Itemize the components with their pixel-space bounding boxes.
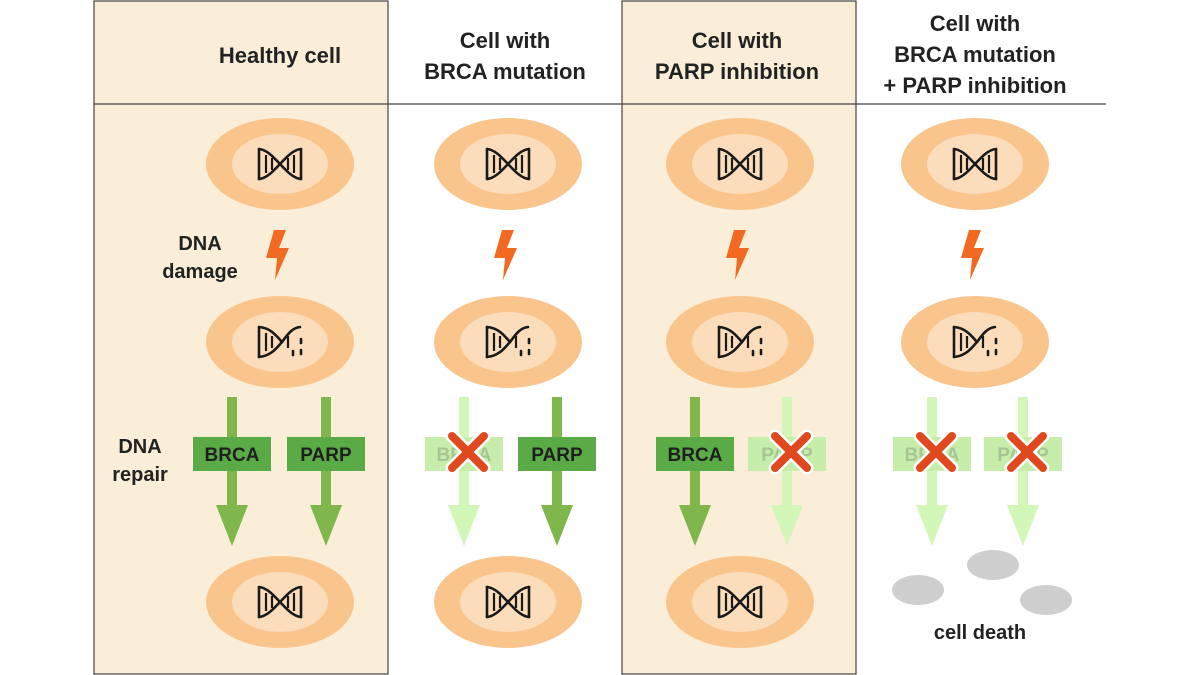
dna-repair-label: DNA repair (112, 436, 168, 486)
repair-arrow (541, 397, 573, 546)
dna-strand (952, 340, 979, 359)
cell-debris (1020, 585, 1072, 615)
dna-icon (717, 147, 763, 181)
parp-protein-label: PARP (531, 445, 583, 466)
dna-damage-label: DNA damage (162, 233, 238, 283)
healthy-cell-icon (434, 118, 582, 210)
dna-icon (257, 585, 303, 619)
header-healthy-cell: Healthy cell (218, 43, 342, 68)
damaged-cell-icon (206, 296, 354, 388)
dna-strand (717, 585, 763, 619)
brca-protein-label: BRCA (205, 445, 260, 466)
cell-death-label: cell death (933, 622, 1027, 644)
cell-nucleus (692, 312, 788, 372)
inhibited-cross-icon (913, 429, 959, 475)
dna-strand (485, 147, 531, 181)
damaged-cell-icon (666, 296, 814, 388)
damaged-dna-icon (952, 325, 998, 359)
repaired-cell-icon (666, 556, 814, 648)
damaged-dna-icon (257, 325, 303, 359)
repair-protein-box (193, 437, 271, 471)
inhibited-cross-icon (445, 429, 491, 475)
inhibited-cross-icon (768, 429, 814, 475)
arrow-head (310, 505, 342, 546)
repair-protein-box (518, 437, 596, 471)
cell-nucleus (232, 312, 328, 372)
healthy-cell-icon (901, 118, 1049, 210)
arrow-head (679, 505, 711, 546)
cross-stroke (916, 432, 956, 472)
dna-strand (952, 147, 998, 181)
arrow-head (541, 505, 573, 546)
arrow-head (448, 505, 480, 546)
lightning-bolt-icon (726, 230, 749, 280)
damaged-dna-icon (485, 325, 531, 359)
healthy-cell-icon (666, 118, 814, 210)
arrow-head (216, 505, 248, 546)
cell-nucleus (927, 312, 1023, 372)
header-brca-mutation: Cell with BRCA mutation (424, 28, 586, 84)
header-brca-mutation-parp-inhibition: Cell with BRCA mutation + PARP inhibitio… (883, 11, 1067, 98)
healthy-cell-icon (206, 118, 354, 210)
dna-strand (257, 325, 284, 344)
damaged-cell-icon (434, 296, 582, 388)
cell-debris (892, 575, 944, 605)
dna-strand (257, 585, 303, 619)
damaged-dna-icon (717, 325, 763, 359)
dna-strand (257, 147, 303, 181)
lightning-bolt-icon (961, 230, 984, 280)
lightning-bolt-icon (494, 230, 517, 280)
dna-strand (952, 325, 979, 344)
dna-strand (485, 340, 512, 359)
dna-strand (257, 340, 284, 359)
dna-icon (485, 585, 531, 619)
arrow-head (916, 505, 948, 546)
dna-strand (485, 325, 512, 344)
cross-stroke (771, 432, 811, 472)
cell-debris (967, 550, 1019, 580)
dna-strand (975, 325, 997, 344)
parp-protein-label: PARP (300, 445, 352, 466)
lightning-bolt-icon (266, 230, 289, 280)
dna-strand (508, 325, 530, 344)
inhibited-cross-icon (1004, 429, 1050, 475)
dna-strand (485, 585, 531, 619)
dna-strand (717, 340, 744, 359)
repaired-cell-icon (434, 556, 582, 648)
dna-strand (717, 325, 744, 344)
dna-icon (717, 585, 763, 619)
cross-stroke (1007, 432, 1047, 472)
dna-strand (717, 147, 763, 181)
damaged-cell-icon (901, 296, 1049, 388)
repaired-cell-icon (206, 556, 354, 648)
dna-strand (740, 325, 762, 344)
cell-nucleus (460, 312, 556, 372)
arrow-head (771, 505, 803, 546)
dna-icon (257, 147, 303, 181)
dna-icon (485, 147, 531, 181)
arrow-head (1007, 505, 1039, 546)
brca-protein-label: BRCA (668, 445, 723, 466)
repair-protein-box (287, 437, 365, 471)
dna-icon (952, 147, 998, 181)
repair-protein-box (656, 437, 734, 471)
dna-strand (280, 325, 302, 344)
cross-stroke (448, 432, 488, 472)
header-parp-inhibition: Cell with PARP inhibition (654, 28, 820, 84)
